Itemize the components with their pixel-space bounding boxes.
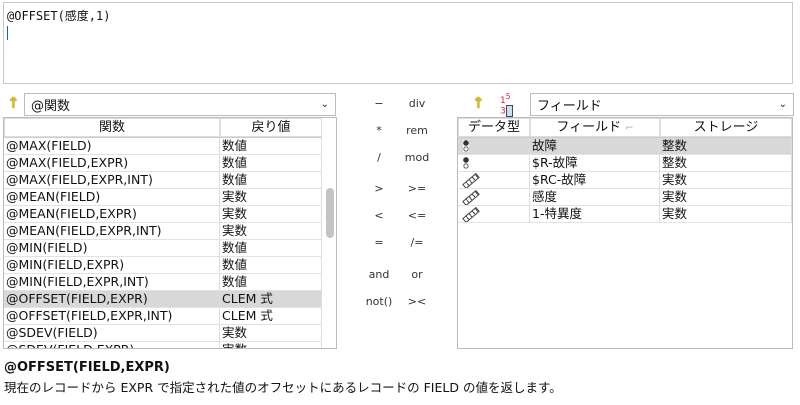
function-name: @MEAN(FIELD,EXPR,INT) bbox=[4, 223, 220, 239]
flag-icon bbox=[458, 155, 530, 171]
operator-button[interactable]: / bbox=[377, 151, 381, 164]
function-return-type: 数値 bbox=[220, 172, 322, 188]
continuous-icon bbox=[458, 206, 530, 222]
function-row[interactable]: @OFFSET(FIELD,EXPR,INT)CLEM 式 bbox=[4, 308, 322, 325]
continuous-icon bbox=[458, 189, 530, 205]
function-name: @MAX(FIELD) bbox=[4, 138, 220, 154]
function-return-type: 実数 bbox=[220, 189, 322, 205]
insert-arrow-icon[interactable]: ↑ bbox=[7, 94, 20, 112]
expression-text: @OFFSET(感度,1) bbox=[7, 9, 111, 23]
function-row[interactable]: @MEAN(FIELD,EXPR,INT)実数 bbox=[4, 223, 322, 240]
function-row[interactable]: @MIN(FIELD)数値 bbox=[4, 240, 322, 257]
function-row[interactable]: @MAX(FIELD,EXPR)数値 bbox=[4, 155, 322, 172]
column-header-field[interactable]: フィールド ⌐ bbox=[530, 118, 660, 137]
function-row[interactable]: @MEAN(FIELD,EXPR)実数 bbox=[4, 206, 322, 223]
field-row[interactable]: $RC-故障実数 bbox=[458, 172, 792, 189]
function-row[interactable]: @MAX(FIELD,EXPR,INT)数値 bbox=[4, 172, 322, 189]
function-name: @MEAN(FIELD) bbox=[4, 189, 220, 205]
function-row[interactable]: @SDEV(FIELD,EXPR)実数 bbox=[4, 342, 322, 348]
function-return-type: 数値 bbox=[220, 240, 322, 256]
chevron-down-icon: ⌄ bbox=[320, 99, 329, 110]
function-row[interactable]: @MEAN(FIELD)実数 bbox=[4, 189, 322, 206]
field-row[interactable]: 1-特異度実数 bbox=[458, 206, 792, 223]
function-return-type: 実数 bbox=[220, 223, 322, 239]
help-title: @OFFSET(FIELD,EXPR) bbox=[4, 360, 170, 375]
column-header-storage[interactable]: ストレージ bbox=[660, 118, 792, 137]
text-caret bbox=[7, 26, 8, 40]
function-name: @OFFSET(FIELD,EXPR,INT) bbox=[4, 308, 220, 324]
function-return-type: 数値 bbox=[220, 274, 322, 290]
field-storage: 整数 bbox=[660, 155, 792, 171]
function-row[interactable]: @MIN(FIELD,EXPR,INT)数値 bbox=[4, 274, 322, 291]
function-return-type: 数値 bbox=[220, 138, 322, 154]
operator-button[interactable]: div bbox=[408, 97, 426, 110]
field-name: $RC-故障 bbox=[530, 172, 660, 188]
function-table: 関数戻り値 @MAX(FIELD)数値@MAX(FIELD,EXPR)数値@MA… bbox=[3, 117, 337, 349]
field-category-select[interactable]: フィールド ⌄ bbox=[530, 93, 794, 116]
operator-button[interactable]: /= bbox=[410, 236, 424, 249]
chevron-down-icon: ⌄ bbox=[778, 99, 787, 110]
field-name: $R-故障 bbox=[530, 155, 660, 171]
function-return-type: 実数 bbox=[220, 206, 322, 222]
operator-button[interactable]: >< bbox=[407, 295, 427, 308]
field-table: データ型フィールド ⌐ストレージ 故障整数$R-故障整数$RC-故障実数感度実数… bbox=[457, 117, 793, 349]
function-return-type: 実数 bbox=[220, 325, 322, 341]
function-row[interactable]: @MAX(FIELD)数値 bbox=[4, 138, 322, 155]
function-row[interactable]: @MIN(FIELD,EXPR)数値 bbox=[4, 257, 322, 274]
field-name: 感度 bbox=[530, 189, 660, 205]
function-name: @MEAN(FIELD,EXPR) bbox=[4, 206, 220, 222]
function-name: @OFFSET(FIELD,EXPR) bbox=[4, 291, 220, 307]
function-name: @MIN(FIELD,EXPR) bbox=[4, 257, 220, 273]
function-category-select[interactable]: @関数 ⌄ bbox=[24, 93, 336, 116]
flag-icon bbox=[458, 138, 530, 154]
operator-button[interactable]: > bbox=[374, 182, 384, 195]
help-description: 現在のレコードから EXPR で指定された値のオフセットにあるレコードの FIE… bbox=[4, 380, 562, 395]
column-header-return[interactable]: 戻り値 bbox=[220, 118, 322, 137]
function-name: @MIN(FIELD) bbox=[4, 240, 220, 256]
operator-button[interactable]: or bbox=[411, 268, 423, 281]
field-row[interactable]: 感度実数 bbox=[458, 189, 792, 206]
function-return-type: 数値 bbox=[220, 257, 322, 273]
operator-button[interactable]: * bbox=[376, 124, 382, 137]
operator-button[interactable]: < bbox=[374, 209, 384, 222]
scrollbar-thumb[interactable] bbox=[326, 188, 334, 238]
function-name: @SDEV(FIELD) bbox=[4, 325, 220, 341]
function-category-value: @関数 bbox=[31, 99, 71, 114]
field-row[interactable]: $R-故障整数 bbox=[458, 155, 792, 172]
function-row[interactable]: @SDEV(FIELD)実数 bbox=[4, 325, 322, 342]
field-name: 1-特異度 bbox=[530, 206, 660, 222]
function-return-type: 実数 bbox=[220, 342, 322, 348]
operator-button[interactable]: rem bbox=[406, 124, 428, 137]
function-name: @MAX(FIELD,EXPR,INT) bbox=[4, 172, 220, 188]
field-name: 故障 bbox=[530, 138, 660, 154]
operator-button[interactable]: − bbox=[374, 97, 384, 110]
field-storage: 実数 bbox=[660, 189, 792, 205]
operator-button[interactable]: <= bbox=[407, 209, 427, 222]
function-name: @MAX(FIELD,EXPR) bbox=[4, 155, 220, 171]
field-storage: 実数 bbox=[660, 172, 792, 188]
function-return-type: 数値 bbox=[220, 155, 322, 171]
operator-button[interactable]: and bbox=[368, 268, 390, 281]
operator-button[interactable]: mod bbox=[404, 151, 430, 164]
expression-editor[interactable]: @OFFSET(感度,1) bbox=[3, 2, 793, 84]
field-category-value: フィールド bbox=[537, 99, 602, 114]
function-row[interactable]: @OFFSET(FIELD,EXPR)CLEM 式 bbox=[4, 291, 322, 308]
continuous-icon bbox=[458, 172, 530, 188]
column-header-function[interactable]: 関数 bbox=[4, 118, 220, 137]
function-name: @SDEV(FIELD,EXPR) bbox=[4, 342, 220, 348]
field-storage: 整数 bbox=[660, 138, 792, 154]
operator-button[interactable]: = bbox=[374, 236, 384, 249]
function-return-type: CLEM 式 bbox=[220, 308, 322, 324]
operator-button[interactable]: >= bbox=[407, 182, 427, 195]
function-name: @MIN(FIELD,EXPR,INT) bbox=[4, 274, 220, 290]
field-storage: 実数 bbox=[660, 206, 792, 222]
field-row[interactable]: 故障整数 bbox=[458, 138, 792, 155]
column-header-type[interactable]: データ型 bbox=[458, 118, 530, 137]
operator-button[interactable]: not() bbox=[365, 295, 393, 308]
function-return-type: CLEM 式 bbox=[220, 291, 322, 307]
insert-field-arrow-icon[interactable]: ↑ bbox=[472, 94, 485, 112]
